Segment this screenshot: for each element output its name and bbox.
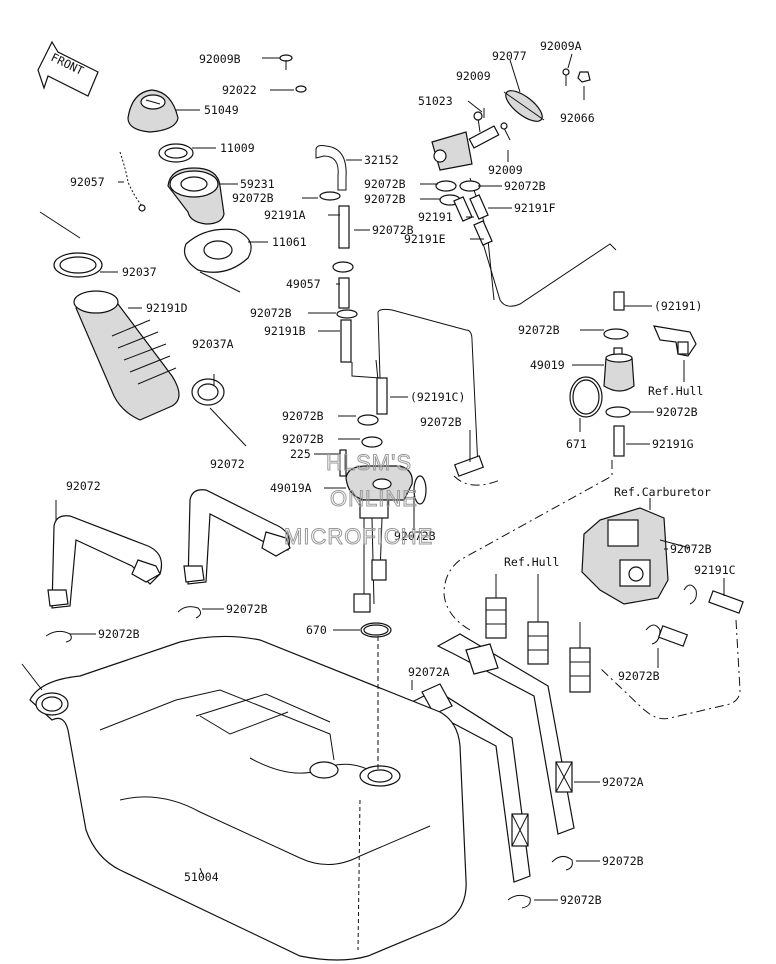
carburetor-icon [581, 507, 744, 647]
part-label: 92072B [420, 415, 462, 429]
part-label: 11009 [220, 141, 255, 155]
clip-block-icon [485, 574, 591, 693]
part-label: 92072B [394, 529, 436, 543]
filler-neck-icon [167, 167, 225, 225]
part-label: 92191A [264, 208, 306, 222]
hose-segment-icon [319, 191, 358, 363]
fuel-filter-icon [603, 347, 635, 392]
fuel-cap-icon [127, 89, 179, 133]
watermark-line: HLSM'S [326, 450, 412, 475]
part-label: 92072B [98, 627, 140, 641]
part-label: 225 [290, 447, 311, 461]
part-label: 92072B [282, 432, 324, 446]
gasket-ring-icon [158, 143, 194, 163]
leader-lines [70, 53, 725, 901]
part-label: 92072B [250, 306, 292, 320]
tank-strap-icon [436, 633, 575, 835]
part-label: (92191C) [410, 390, 465, 404]
part-label: 92072B [372, 223, 414, 237]
part-label: 92191C [694, 563, 736, 577]
o-ring-icon [569, 376, 603, 418]
part-label: 51049 [204, 103, 239, 117]
part-label: (92191) [654, 299, 702, 313]
part-label: 92072B [226, 602, 268, 616]
part-label: 92037A [192, 337, 234, 351]
part-label: 92072B [602, 854, 644, 868]
part-label: 92191E [404, 232, 446, 246]
part-label: 671 [566, 437, 587, 451]
part-label: Ref.Hull [648, 384, 703, 398]
part-label: 92066 [560, 111, 595, 125]
part-label: 92037 [122, 265, 157, 279]
watermark: HLSM'S ONLINE MICROFICHE [284, 450, 433, 550]
part-label: 51023 [418, 94, 453, 108]
tank-strap-icon [183, 489, 291, 585]
part-label: 49057 [286, 277, 321, 291]
part-label: 92072B [618, 669, 660, 683]
part-label: 92072A [602, 775, 644, 789]
part-label: 92072B [518, 323, 560, 337]
part-label: 49019A [270, 481, 312, 495]
part-label: 92072B [504, 179, 546, 193]
part-label: 92072 [210, 457, 245, 471]
watermark-line: MICROFICHE [284, 524, 433, 549]
small-bolt-icon [279, 54, 307, 93]
part-label: Ref.Carburetor [614, 485, 711, 499]
hose-clamp-icon [191, 378, 247, 447]
part-label: 49019 [530, 358, 565, 372]
part-label: 32152 [364, 153, 399, 167]
part-label: Ref.Hull [504, 555, 559, 569]
small-clip-icon [507, 856, 573, 909]
part-label: 92191D [146, 301, 188, 315]
part-label: 92191F [514, 201, 556, 215]
part-label: 92072A [408, 665, 450, 679]
part-label: 92009A [540, 39, 582, 53]
part-label: 92072B [656, 405, 698, 419]
part-label: 92072B [560, 893, 602, 907]
fuel-pump-assembly-icon [339, 449, 427, 613]
part-label: 92077 [492, 49, 527, 63]
part-labels: 92009B 92022 51049 11009 92057 59231 110… [66, 39, 736, 907]
part-label: 92191G [652, 437, 694, 451]
hose-segment-icon [435, 180, 493, 246]
o-ring-icon [360, 622, 392, 638]
flange-gasket-icon [39, 211, 252, 293]
tank-strap-icon [47, 500, 163, 609]
vent-hose-icon [315, 145, 347, 191]
part-label: 59231 [240, 177, 275, 191]
part-label: 670 [306, 623, 327, 637]
part-label: 92057 [70, 175, 105, 189]
part-label: 92072B [282, 409, 324, 423]
fuel-valve-icon [431, 68, 591, 171]
part-label: 51004 [184, 870, 219, 884]
part-label: 92072B [232, 191, 274, 205]
part-label: 92072B [364, 192, 406, 206]
front-arrow-icon: FRONT [37, 40, 99, 97]
hose-segment-icon [357, 377, 485, 477]
part-label: 92009 [488, 163, 523, 177]
part-label: 92072B [364, 177, 406, 191]
hose-clamp-icon [53, 252, 103, 278]
tether-cord-icon [119, 151, 146, 212]
part-label: 92072B [670, 542, 712, 556]
part-label: 92191 [418, 210, 453, 224]
part-label: 92022 [222, 83, 257, 97]
hose-route-dashed [443, 460, 741, 720]
part-label: 11061 [272, 235, 307, 249]
fuel-tank-icon [21, 635, 467, 961]
bracket-icon [653, 325, 697, 357]
part-label: 92009 [456, 69, 491, 83]
filler-hose-icon [73, 290, 180, 421]
part-label: 92191B [264, 324, 306, 338]
part-label: 92009B [199, 52, 241, 66]
watermark-line: ONLINE [330, 486, 418, 511]
part-label: 92072 [66, 479, 101, 493]
